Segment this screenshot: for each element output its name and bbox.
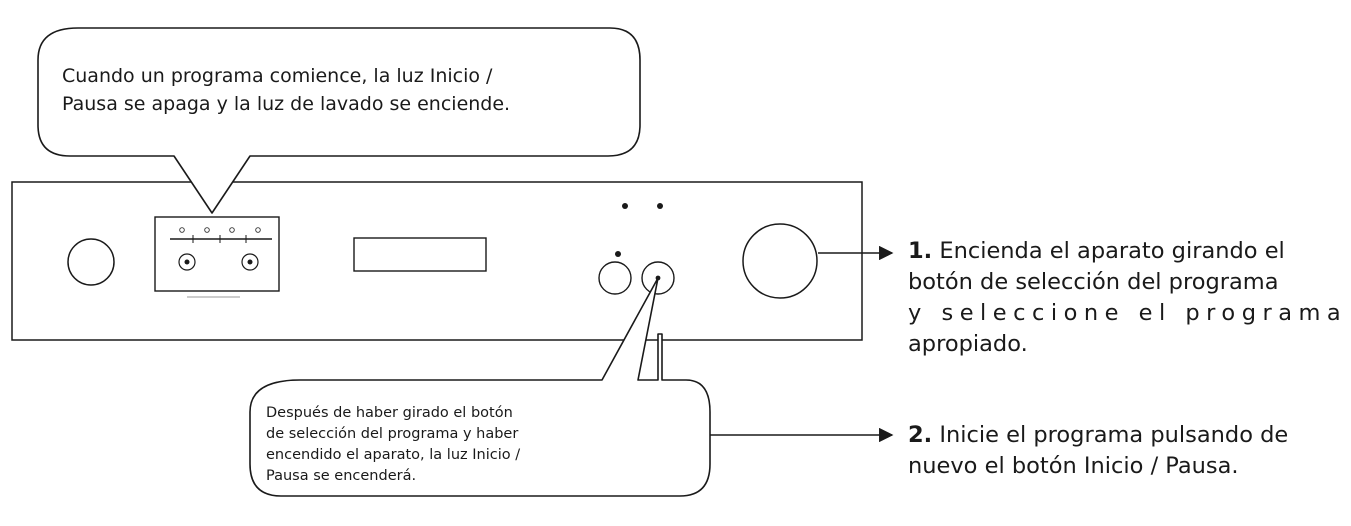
step-1-line: Encienda el aparato girando el (939, 238, 1285, 264)
callout-bottom-bubble (249, 277, 711, 497)
step-2-line: Inicie el programa pulsando de (939, 422, 1289, 448)
small-button (598, 261, 632, 295)
step-1-line: botón de selección del programa (908, 269, 1279, 295)
step-1: 1. Encienda el aparato girando el botón … (908, 236, 1350, 360)
step-1-number: 1. (908, 238, 933, 264)
callout-bottom-line: Después de haber girado el botón (266, 405, 513, 421)
callout-bottom-line: encendido el aparato, la luz Inicio / (266, 447, 521, 463)
indicator-lights-module (154, 216, 280, 298)
callout-bottom-text: Después de haber girado el botón de sele… (266, 403, 684, 487)
callout-top-text: Cuando un programa comience, la luz Inic… (62, 62, 622, 118)
display-window (353, 237, 487, 272)
callout-top-line: Pausa se apaga y la luz de lavado se enc… (62, 93, 511, 115)
indicator-dot-3 (615, 251, 621, 257)
step-1-line: y seleccione el programa (908, 300, 1348, 326)
callout-bottom-line: Pausa se encenderá. (266, 468, 417, 484)
callout-bottom-line: de selección del programa y haber (266, 426, 519, 442)
step-2-line: nuevo el botón Inicio / Pausa. (908, 453, 1239, 479)
program-selection-knob (742, 223, 818, 299)
indicator-dot-1 (622, 203, 628, 209)
callout-top-line: Cuando un programa comience, la luz Inic… (62, 65, 493, 87)
step-2-number: 2. (908, 422, 933, 448)
left-round-button (67, 238, 115, 286)
indicator-dot-2 (657, 203, 663, 209)
step-1-line: apropiado. (908, 331, 1028, 357)
callout-top-bubble (37, 27, 641, 214)
step-2: 2. Inicie el programa pulsando de nuevo … (908, 420, 1350, 482)
